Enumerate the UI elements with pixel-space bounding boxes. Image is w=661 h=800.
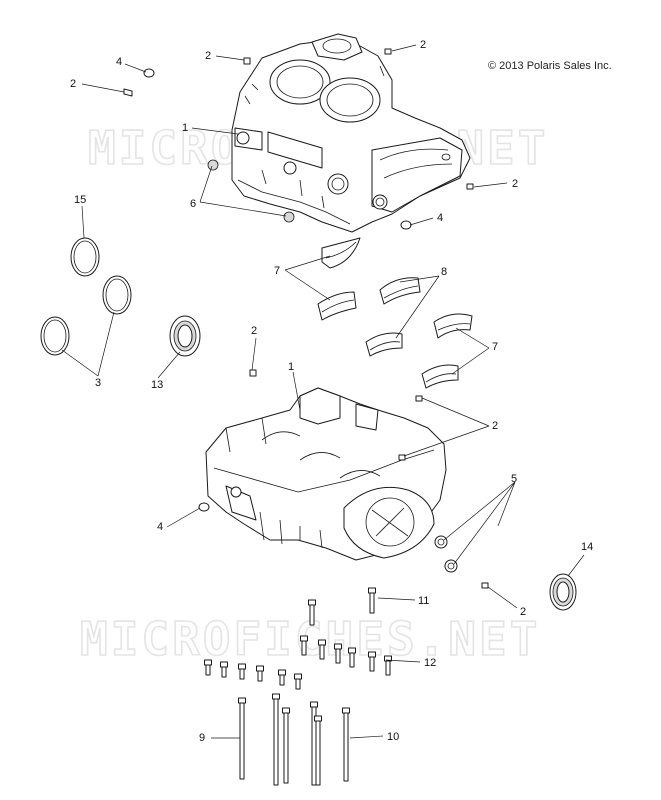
callout-10: 10 bbox=[387, 731, 399, 743]
callout-labels: 2 4 2 2 1 6 2 4 15 7 8 2 7 3 13 1 2 5 4 … bbox=[70, 39, 593, 744]
callout-2-b: 2 bbox=[205, 50, 211, 62]
bolt bbox=[238, 697, 246, 780]
bolt bbox=[204, 659, 212, 676]
callout-15: 15 bbox=[74, 194, 86, 206]
bolt bbox=[384, 655, 392, 676]
bolt bbox=[272, 693, 280, 786]
bolt bbox=[348, 647, 356, 668]
leader-lines bbox=[61, 44, 585, 739]
callout-2-d: 2 bbox=[512, 178, 518, 190]
bolt bbox=[368, 587, 376, 614]
bolt-set bbox=[204, 587, 392, 786]
lower-crankcase bbox=[205, 387, 447, 561]
callout-13: 13 bbox=[151, 379, 163, 391]
copyright-notice: © 2013 Polaris Sales Inc. bbox=[488, 60, 612, 72]
o-rings-and-seals bbox=[40, 237, 577, 611]
bolt bbox=[334, 643, 342, 664]
callout-6: 6 bbox=[190, 198, 196, 210]
callout-5: 5 bbox=[511, 473, 517, 485]
bolt bbox=[368, 651, 376, 672]
callout-4-b: 4 bbox=[437, 212, 443, 224]
callout-3: 3 bbox=[95, 377, 101, 389]
callout-1-a: 1 bbox=[182, 122, 188, 134]
bolt bbox=[256, 665, 264, 682]
bolt bbox=[314, 715, 322, 786]
callout-2-a: 2 bbox=[70, 78, 76, 90]
callout-2-e: 2 bbox=[251, 325, 257, 337]
callout-2-g: 2 bbox=[520, 606, 526, 618]
callout-1-b: 1 bbox=[288, 361, 294, 373]
bolt bbox=[282, 707, 290, 784]
callout-11: 11 bbox=[418, 595, 429, 607]
callout-12: 12 bbox=[424, 657, 436, 669]
bolt bbox=[300, 635, 308, 656]
bolt bbox=[220, 661, 228, 678]
callout-7-b: 7 bbox=[492, 341, 498, 353]
bolt bbox=[308, 599, 316, 626]
callout-14: 14 bbox=[581, 541, 593, 553]
callout-2-f: 2 bbox=[492, 420, 498, 432]
callout-4-a: 4 bbox=[116, 56, 122, 68]
bolt bbox=[238, 663, 246, 680]
bolt bbox=[294, 673, 302, 690]
bolt bbox=[342, 707, 350, 782]
callout-4-c: 4 bbox=[157, 521, 163, 533]
bolt bbox=[318, 639, 326, 660]
callout-9: 9 bbox=[199, 732, 205, 744]
bolt bbox=[278, 669, 286, 686]
dowel-pins-upper bbox=[123, 48, 474, 230]
bearing-shells bbox=[317, 237, 473, 389]
watermark-bottom: MICROFICHES.NET bbox=[80, 612, 540, 666]
upper-crankcase bbox=[231, 33, 471, 233]
dowel-pins-lower bbox=[198, 369, 489, 589]
callout-8: 8 bbox=[441, 266, 447, 278]
callout-2-c: 2 bbox=[420, 39, 426, 51]
callout-7-a: 7 bbox=[274, 265, 280, 277]
